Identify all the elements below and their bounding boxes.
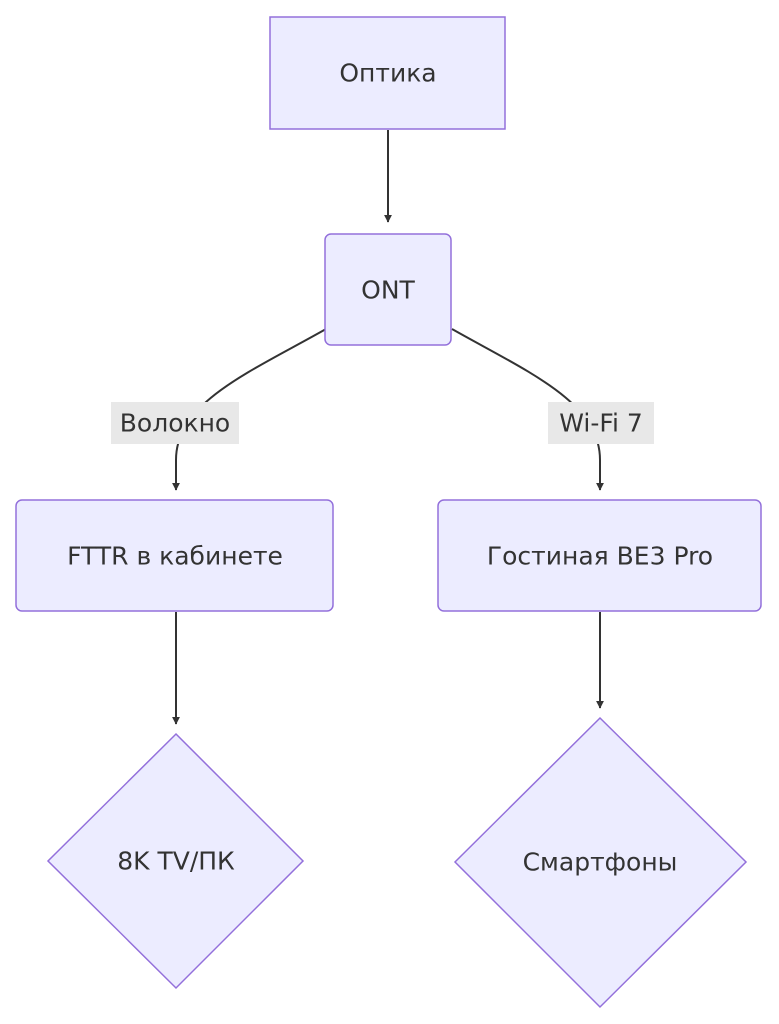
- node-phones-label: Смартфоны: [523, 848, 678, 877]
- node-ont: ONT: [324, 233, 452, 346]
- node-fttr-label: FTTR в кабинете: [67, 542, 283, 571]
- edges: [172, 130, 604, 725]
- edge-label-wifi: Wi-Fi 7: [548, 402, 654, 444]
- node-living-label: Гостиная BE3 Pro: [487, 542, 713, 571]
- node-phones: Смартфоны: [453, 716, 748, 1009]
- node-living: Гостиная BE3 Pro: [437, 499, 762, 612]
- edge-label-fiber-bg: [111, 402, 239, 444]
- edge-label-fiber-text: Волокно: [120, 409, 230, 438]
- edge-ont-to-fttr: [172, 328, 327, 491]
- edge-label-fiber: Волокно: [111, 402, 239, 444]
- node-living-box: [437, 499, 762, 612]
- node-optika: Оптика: [269, 16, 506, 130]
- edge-label-wifi-text: Wi-Fi 7: [559, 409, 643, 438]
- node-fttr-box: [15, 499, 334, 612]
- node-fttr: FTTR в кабинете: [15, 499, 334, 612]
- edge-ont-to-living: [451, 328, 604, 491]
- node-tv: 8K TV/ПК: [46, 732, 305, 990]
- node-ont-box: [324, 233, 452, 346]
- edge-label-wifi-bg: [548, 402, 654, 444]
- node-phones-diamond: [453, 716, 748, 1009]
- node-tv-diamond: [46, 732, 305, 990]
- node-optika-box: [269, 16, 506, 130]
- node-optika-label: Оптика: [339, 59, 436, 88]
- node-ont-label: ONT: [361, 276, 415, 305]
- node-tv-label: 8K TV/ПК: [117, 847, 235, 876]
